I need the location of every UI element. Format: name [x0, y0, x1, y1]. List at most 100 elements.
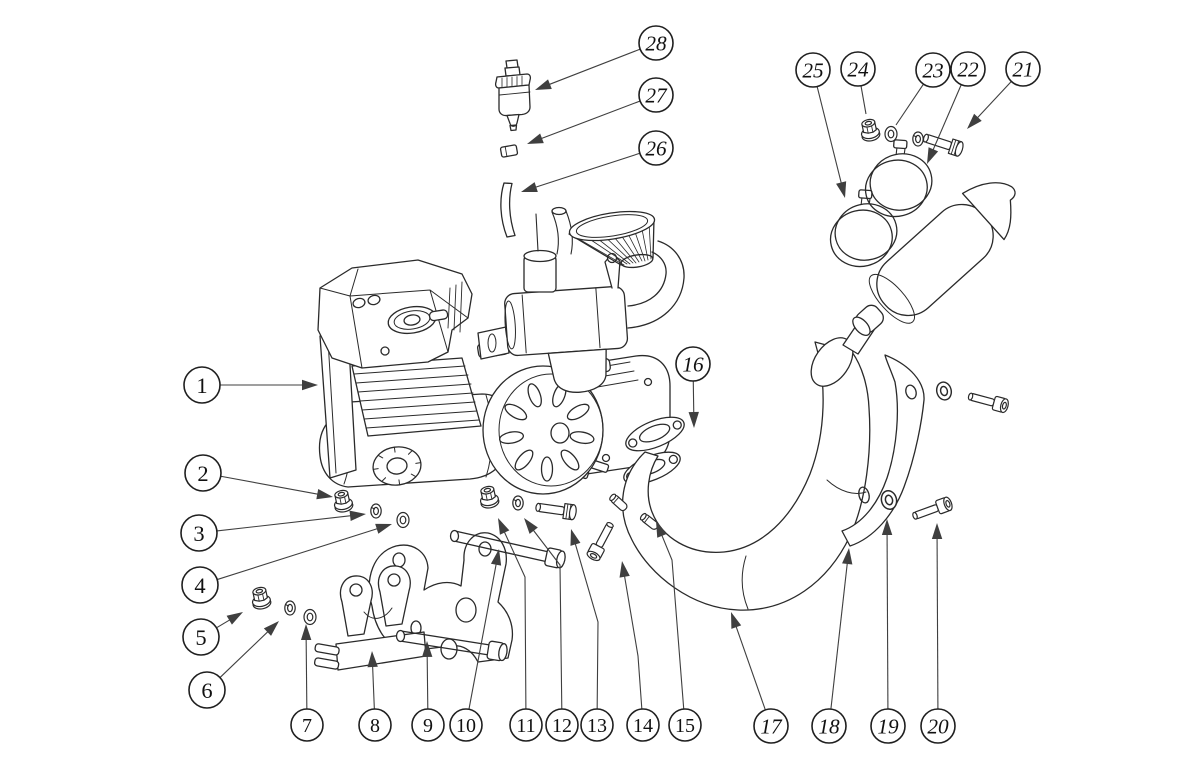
callout-5[interactable]: 5	[182, 612, 243, 656]
arrowhead-icon	[927, 147, 939, 164]
callout-15[interactable]: 15	[656, 521, 702, 742]
leader-line	[503, 530, 527, 710]
callout-number: 25	[802, 59, 824, 83]
callout-number: 2	[197, 461, 208, 486]
leader-line	[895, 83, 924, 126]
float-bowl	[547, 348, 607, 393]
callout-23[interactable]: 23	[895, 52, 951, 126]
callout-circle	[915, 52, 951, 88]
callout-20[interactable]: 20	[920, 523, 956, 744]
lock-washer-12	[512, 495, 524, 511]
leader-line	[660, 533, 685, 710]
callout-10[interactable]: 10	[449, 549, 502, 742]
arrowhead-icon	[842, 548, 853, 565]
callout-9[interactable]: 9	[411, 641, 445, 742]
arrowhead-icon	[300, 624, 312, 641]
callout-27[interactable]: 27	[527, 77, 674, 144]
fuel-line-clip	[499, 144, 519, 158]
callout-number: 7	[302, 715, 312, 737]
callout-21[interactable]: 21	[967, 51, 1041, 129]
callout-24[interactable]: 24	[840, 51, 876, 115]
callout-number: 19	[877, 715, 899, 739]
arrowhead-icon	[490, 549, 502, 566]
bolt-21	[920, 129, 966, 158]
exhaust-gasket	[625, 416, 685, 452]
callout-6[interactable]: 6	[188, 621, 279, 709]
leader-line	[532, 528, 563, 710]
callout-4[interactable]: 4	[181, 523, 392, 604]
arrowhead-icon	[688, 411, 699, 428]
callout-circle	[411, 708, 445, 742]
leader-line	[216, 618, 232, 629]
callout-circle	[182, 618, 220, 656]
callout-8[interactable]: 8	[358, 651, 392, 742]
callout-18[interactable]: 18	[811, 548, 853, 744]
callout-19[interactable]: 19	[870, 519, 906, 744]
flange-nut-24	[858, 117, 882, 144]
arrowhead-icon	[967, 113, 982, 129]
arrowhead-icon	[731, 612, 742, 629]
leader-line	[468, 562, 497, 710]
callout-circle	[183, 366, 221, 404]
lock-washer-3	[370, 503, 382, 519]
fuel-line	[500, 182, 516, 238]
arrowhead-icon	[527, 133, 544, 144]
callout-26[interactable]: 26	[521, 130, 674, 192]
callout-number: 11	[516, 715, 535, 737]
leader-line	[692, 380, 695, 415]
callout-number: 4	[194, 573, 205, 598]
callout-7[interactable]: 7	[290, 624, 324, 742]
clutch-cover	[482, 365, 604, 495]
callout-number: 15	[675, 715, 695, 737]
drive-sprocket	[372, 446, 422, 486]
leader-line	[547, 48, 641, 86]
callout-13[interactable]: 13	[570, 529, 614, 742]
callout-number: 8	[370, 715, 380, 737]
cylinder-head	[317, 259, 473, 369]
carburetor-assembly	[477, 206, 685, 393]
callout-circle	[840, 51, 876, 87]
callout-11[interactable]: 11	[498, 518, 543, 742]
callout-number: 17	[760, 715, 783, 739]
callout-3[interactable]: 3	[180, 510, 366, 552]
callout-1[interactable]: 1	[183, 366, 318, 404]
callout-circle	[180, 514, 218, 552]
leader-line	[936, 536, 939, 710]
callout-circle	[811, 708, 847, 744]
callout-28[interactable]: 28	[535, 25, 674, 90]
callout-number: 22	[957, 58, 979, 82]
callout-12[interactable]: 12	[524, 518, 579, 742]
bolt-13	[534, 498, 578, 521]
callout-number: 23	[922, 59, 943, 83]
intake-manifold	[477, 326, 510, 360]
callout-circle	[580, 708, 614, 742]
spark-plug-boss	[387, 305, 449, 335]
leader-line	[976, 81, 1012, 120]
arrowhead-icon	[421, 641, 433, 658]
callout-22[interactable]: 22	[927, 51, 986, 164]
arrowhead-icon	[570, 529, 581, 546]
arrowhead-icon	[931, 523, 943, 540]
callout-17[interactable]: 17	[731, 612, 789, 744]
callout-16[interactable]: 16	[675, 346, 711, 428]
callout-number: 1	[196, 373, 207, 398]
callout-14[interactable]: 14	[619, 561, 660, 742]
callout-25[interactable]: 25	[795, 52, 847, 198]
arrowhead-icon	[836, 181, 847, 198]
arrowhead-icon	[367, 651, 378, 668]
arrowhead-icon	[302, 379, 318, 391]
leader-line	[219, 630, 270, 678]
flange-nut-2	[331, 488, 355, 515]
clamp-22	[854, 132, 940, 224]
callout-circle	[626, 708, 660, 742]
arrowhead-icon	[881, 519, 893, 536]
callout-circle	[638, 130, 674, 166]
callout-number: 9	[423, 715, 433, 737]
callout-2[interactable]: 2	[184, 454, 333, 500]
flange-nut-5	[249, 585, 273, 612]
lock-washer-23b	[912, 131, 924, 147]
callout-number: 13	[587, 715, 607, 737]
carburetor-body	[504, 285, 629, 393]
bolt-strap-top	[966, 388, 1011, 415]
